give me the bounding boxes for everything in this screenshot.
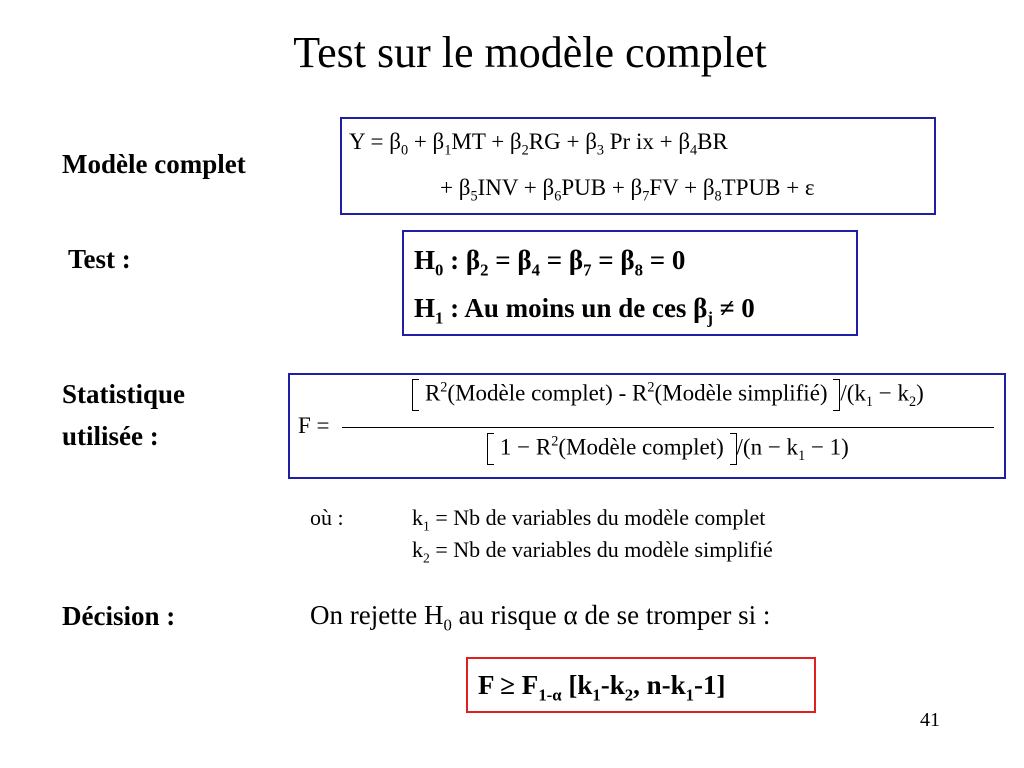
statistic-label-line1: Statistique <box>62 379 186 409</box>
decision-rule: F ≥ F1-α [k1-k2, n-k1-1] <box>478 670 726 705</box>
page-number: 41 <box>920 709 940 731</box>
test-label: Test : <box>68 244 131 274</box>
model-equation-box: Y = β0 + β1MT + β2RG + β3 Pr ix + β4BR +… <box>340 117 936 215</box>
formula-lhs: F = <box>298 413 330 438</box>
formula-denominator: 1 − R2(Modèle complet) /(n − k1 − 1) <box>342 433 994 465</box>
hypotheses-box: H0 : β2 = β4 = β7 = β8 = 0 H1 : Au moins… <box>402 230 858 336</box>
formula-numerator: R2(Modèle complet) - R2(Modèle simplifié… <box>342 379 994 411</box>
null-hypothesis: H0 : β2 = β4 = β7 = β8 = 0 <box>414 245 686 280</box>
decision-label: Décision : <box>62 601 176 631</box>
model-label: Modèle complet <box>62 149 246 179</box>
decision-rule-box: F ≥ F1-α [k1-k2, n-k1-1] <box>466 657 816 713</box>
notes-prefix: où : <box>310 505 344 530</box>
alternative-hypothesis: H1 : Au moins un de ces βj ≠ 0 <box>414 293 755 328</box>
model-equation-line1: Y = β0 + β1MT + β2RG + β3 Pr ix + β4BR <box>349 129 728 159</box>
slide-title: Test sur le modèle complet <box>293 28 767 77</box>
decision-text: On rejette H0 au risque α de se tromper … <box>310 600 771 635</box>
statistic-formula-box: F = R2(Modèle complet) - R2(Modèle simpl… <box>288 373 1006 479</box>
model-equation-line2: + β5INV + β6PUB + β7FV + β8TPUB + ε <box>440 175 815 205</box>
note-k1: k1 = Nb de variables du modèle complet <box>412 505 766 534</box>
note-k2: k2 = Nb de variables du modèle simplifié <box>412 537 773 566</box>
statistic-label-line2: utilisée : <box>62 421 159 451</box>
fraction-bar <box>342 427 994 428</box>
